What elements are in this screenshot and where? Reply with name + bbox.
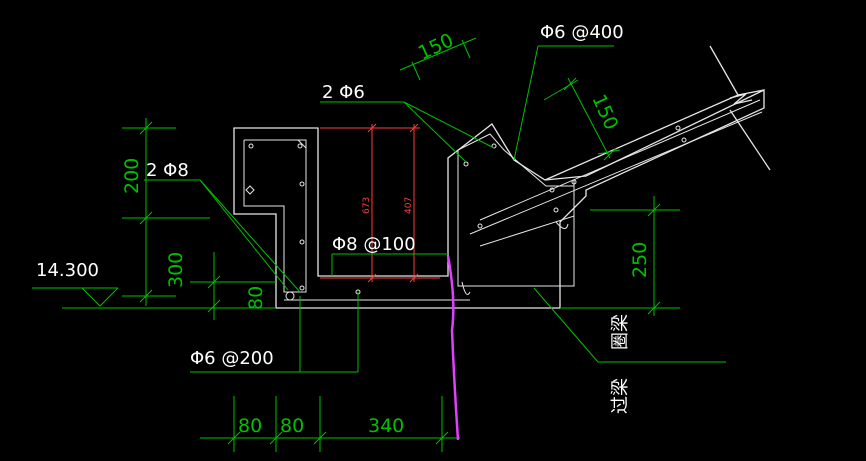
slab-break-symbol bbox=[729, 93, 753, 105]
dim-200: 200 bbox=[121, 158, 143, 194]
label-phi8-at-100: Φ8 @100 bbox=[332, 234, 416, 255]
stirrup-left-hook bbox=[297, 139, 307, 149]
label-lintel: 过梁 bbox=[610, 378, 631, 414]
concrete-section-outline bbox=[233, 45, 771, 309]
section-outline-main bbox=[233, 88, 765, 309]
green-dimension-lines bbox=[32, 37, 726, 452]
dimension-texts: 150 150 200 300 80 250 80 80 340 bbox=[121, 29, 651, 437]
rebar-lines bbox=[243, 99, 763, 301]
dim-340: 340 bbox=[368, 415, 404, 437]
label-phi6-at-200: Φ6 @200 bbox=[190, 348, 274, 369]
red-dim-673: 673 bbox=[362, 197, 372, 214]
label-2phi8: 2 Φ8 bbox=[146, 160, 189, 181]
roof-slab-edge bbox=[544, 89, 765, 181]
label-2phi6: 2 Φ6 bbox=[322, 82, 365, 103]
slab-bar-bottom bbox=[469, 111, 763, 235]
roof-slab-break-bottom bbox=[729, 109, 771, 171]
rebar-dots bbox=[245, 125, 687, 301]
break-line bbox=[446, 255, 460, 441]
red-dim-407: 407 bbox=[404, 197, 414, 214]
stirrup-left bbox=[243, 139, 307, 293]
dim-250: 250 bbox=[629, 242, 651, 278]
stirrup-right bbox=[457, 150, 575, 287]
label-ring-beam: 圈梁 bbox=[610, 314, 631, 350]
dim-80-vertical: 80 bbox=[245, 286, 267, 310]
slab-bar-top bbox=[479, 99, 761, 221]
dim-150-top: 150 bbox=[415, 29, 457, 64]
dim-300: 300 bbox=[165, 252, 187, 288]
annotation-labels: 14.300 2 Φ8 2 Φ6 Φ6 @400 Φ8 @100 Φ6 @200… bbox=[36, 22, 631, 414]
rebar-hook-bottom bbox=[461, 281, 471, 295]
dim-80-a: 80 bbox=[238, 415, 262, 437]
dim-80-b: 80 bbox=[280, 415, 304, 437]
rebar-hook-slab bbox=[555, 221, 569, 229]
label-phi6-at-400: Φ6 @400 bbox=[540, 22, 624, 43]
elevation-label: 14.300 bbox=[36, 260, 99, 281]
roof-slab-break-top bbox=[709, 45, 739, 96]
dim-150-slope: 150 bbox=[587, 91, 622, 133]
red-dimensions bbox=[320, 123, 440, 283]
